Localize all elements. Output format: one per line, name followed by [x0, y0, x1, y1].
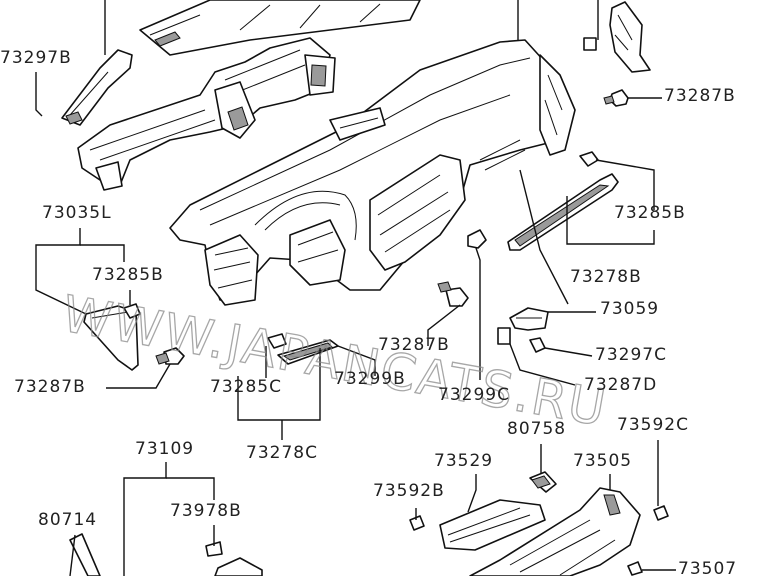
part-label-73278B: 73278B: [570, 267, 642, 287]
glove-box-assembly: [409, 471, 669, 576]
leader-lines: [35, 0, 676, 576]
center-duct-assembly: [77, 37, 336, 191]
part-label-73285B-a: 73285B: [614, 203, 686, 223]
part-label-73299C: 73299C: [438, 385, 510, 405]
part-label-73287B-a: 73287B: [664, 86, 736, 106]
part-label-73109: 73109: [135, 439, 194, 459]
corner-bracket: [583, 1, 651, 73]
part-label-73507: 73507: [678, 559, 737, 576]
part-label-80758: 80758: [507, 419, 566, 439]
part-label-73278C: 73278C: [246, 443, 318, 463]
instrument-panel: [169, 39, 576, 306]
part-label-73978B: 73978B: [170, 501, 242, 521]
defroster-nozzle: [139, 0, 421, 56]
trim-strip-73278C: [267, 333, 339, 365]
part-label-73592B: 73592B: [373, 481, 445, 501]
part-labels: 73297B 73287B 73285B 73035L 73278B 73285B 7305…: [0, 48, 737, 576]
part-label-73285C: 73285C: [210, 377, 282, 397]
bolt-73287B-left: [155, 347, 185, 365]
side-air-duct: [61, 49, 133, 126]
bolt-73287B-top: [603, 89, 629, 107]
part-label-73297C: 73297C: [595, 345, 667, 365]
part-label-73059: 73059: [600, 299, 659, 319]
part-label-73592C: 73592C: [617, 415, 689, 435]
part-label-73035L: 73035L: [42, 203, 112, 223]
part-label-73297B: 73297B: [0, 48, 72, 68]
bolt-73287B-center: [437, 281, 469, 307]
part-label-80714: 80714: [38, 510, 97, 530]
part-label-73285B-b: 73285B: [92, 265, 164, 285]
part-label-73505: 73505: [573, 451, 632, 471]
part-label-73287B-b: 73287B: [378, 335, 450, 355]
part-label-73529: 73529: [434, 451, 493, 471]
clip-73285B-right: [579, 151, 599, 167]
lower-left-parts: [69, 533, 263, 576]
part-label-73287D: 73287D: [584, 375, 657, 395]
knob-73299C: [467, 229, 487, 249]
side-cover-73035L: [83, 303, 141, 371]
part-label-73299B: 73299B: [334, 369, 406, 389]
part-label-73287B-c: 73287B: [14, 377, 86, 397]
bracket-73059: [497, 307, 549, 353]
